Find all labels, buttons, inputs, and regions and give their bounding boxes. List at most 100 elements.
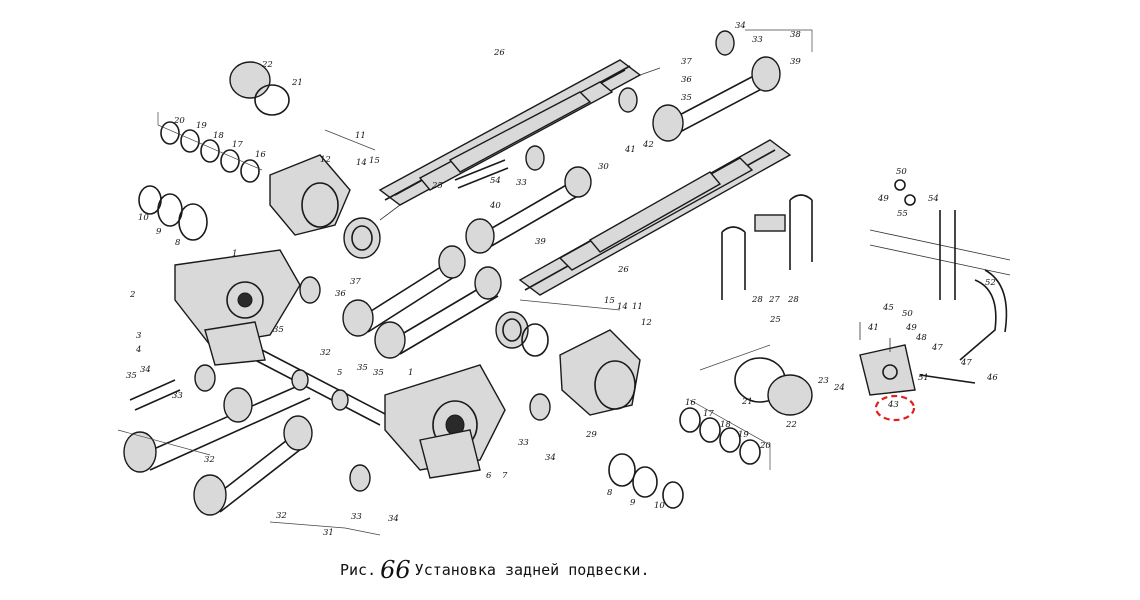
callout-3: 3 [136, 331, 141, 341]
callout-35d: 35 [681, 93, 692, 103]
callout-26b: 26 [617, 265, 629, 275]
callout-7: 7 [502, 471, 508, 481]
callout-25a: 25 [431, 181, 443, 191]
callout-54: 54 [490, 176, 501, 186]
callout-33e: 33 [518, 438, 529, 448]
covers [229, 61, 813, 416]
callout-38: 38 [790, 30, 801, 40]
stabilizer-assembly [859, 179, 1011, 396]
callout-28a: 28 [751, 295, 763, 305]
callout-41b: 41 [867, 323, 879, 333]
callout-22b: 22 [785, 420, 797, 430]
highlight-circle [874, 394, 916, 422]
callout-15: 15 [369, 156, 380, 166]
callout-39b: 39 [790, 57, 801, 67]
callout-1: 1 [232, 249, 237, 259]
callout-43: 43 [887, 400, 899, 410]
callout-50a: 50 [896, 167, 907, 177]
callout-9b: 9 [630, 498, 636, 508]
callout-34a: 34 [140, 365, 151, 375]
callout-35c: 35 [126, 371, 137, 381]
callout-14b: 14 [617, 302, 628, 312]
callout-30: 30 [598, 162, 609, 172]
u-bolts [721, 194, 813, 300]
reaction-rods [123, 56, 781, 516]
callout-41: 41 [624, 145, 636, 155]
callout-1b: 1 [408, 368, 413, 378]
callout-36b: 36 [681, 75, 692, 85]
callout-52: 52 [985, 278, 996, 288]
callout-47b: 47 [960, 358, 972, 368]
callout-21b: 21 [741, 397, 753, 407]
callout-33c: 33 [516, 178, 527, 188]
callout-29: 29 [585, 430, 597, 440]
bushings [129, 30, 735, 492]
axle-shaft [254, 349, 388, 426]
callout-12b: 12 [641, 318, 652, 328]
callout-19: 19 [196, 121, 207, 131]
callout-23: 23 [817, 376, 829, 386]
callout-37: 37 [350, 277, 361, 287]
callout-37b: 37 [681, 57, 692, 67]
center-bracket [384, 364, 506, 479]
callout-35e: 35 [373, 368, 384, 378]
callout-34c: 34 [735, 21, 746, 31]
callout-35b: 35 [357, 363, 368, 373]
lower-leaf-spring [518, 139, 792, 296]
callout-16: 16 [255, 150, 266, 160]
callout-18: 18 [213, 131, 224, 141]
callout-22: 22 [261, 60, 273, 70]
callout-10b: 10 [654, 501, 665, 511]
callout-39a: 39 [535, 237, 546, 247]
callout-50b: 50 [902, 309, 913, 319]
callout-31: 31 [323, 528, 334, 538]
callout-17b: 17 [703, 409, 714, 419]
callout-36: 36 [335, 289, 346, 299]
figure-number: 66 [380, 556, 411, 584]
callout-42: 42 [642, 140, 654, 150]
callout-11b: 11 [632, 302, 643, 312]
callout-17: 17 [232, 140, 243, 150]
callout-19b: 19 [738, 430, 749, 440]
callout-9: 9 [156, 227, 162, 237]
callout-20: 20 [173, 116, 185, 126]
callout-40: 40 [489, 201, 501, 211]
upper-hub [269, 154, 381, 259]
callout-49b: 49 [905, 323, 917, 333]
callout-16b: 16 [685, 398, 696, 408]
callout-32c: 32 [276, 511, 287, 521]
callout-35a: 35 [273, 325, 284, 335]
left-bracket [174, 249, 301, 366]
callout-12: 12 [320, 155, 331, 165]
upper-leaf-spring [378, 59, 661, 221]
callout-26a: 26 [493, 48, 505, 58]
callout-34b: 34 [388, 514, 399, 524]
callout-46: 46 [986, 373, 998, 383]
callout-14: 14 [356, 158, 367, 168]
callout-18b: 18 [720, 420, 731, 430]
callout-2: 2 [129, 290, 135, 300]
group-brackets [117, 29, 813, 536]
callout-47: 47 [931, 343, 943, 353]
callout-10: 10 [138, 213, 149, 223]
callout-34d: 34 [545, 453, 556, 463]
callout-45: 45 [882, 303, 894, 313]
callout-numbers: 22 21 20 19 18 17 16 11 12 14 15 10 9 8 … [126, 21, 998, 538]
callout-4: 4 [135, 345, 141, 355]
caption-text: Установка задней подвески. [414, 561, 650, 579]
callout-48: 48 [915, 333, 927, 343]
callout-27: 27 [768, 295, 780, 305]
callout-8b: 8 [607, 488, 613, 498]
callout-5: 5 [337, 368, 342, 378]
callout-6: 6 [486, 471, 492, 481]
callout-49a: 49 [877, 194, 889, 204]
callout-32a: 32 [320, 348, 331, 358]
lower-hub [495, 311, 641, 416]
callout-55: 55 [897, 209, 908, 219]
callout-24: 24 [833, 383, 845, 393]
callout-32b: 32 [204, 455, 215, 465]
callout-28b: 28 [787, 295, 799, 305]
caption-prefix: Рис. [340, 561, 377, 579]
